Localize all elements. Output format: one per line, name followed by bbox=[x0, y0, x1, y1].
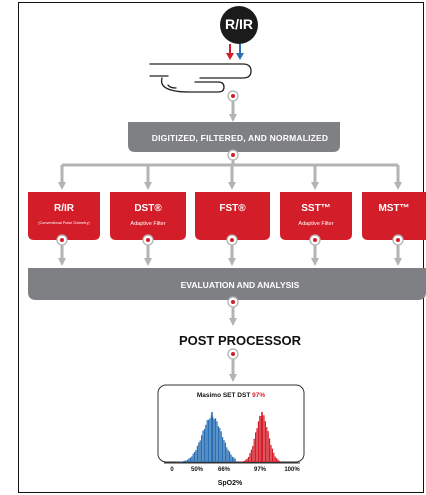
x-axis-label: SpO2% bbox=[217, 480, 243, 487]
post-processor-label: POST PROCESSOR bbox=[178, 333, 302, 348]
sensor-badge bbox=[220, 6, 258, 44]
finger-sensor-icon bbox=[149, 63, 252, 93]
stage-bar bbox=[128, 122, 340, 152]
algo-subtitle-sst: Adaptive Filter bbox=[298, 221, 334, 227]
algo-name-rir: R/IR bbox=[54, 203, 74, 214]
algo-subtitle-dst: Adaptive Filter bbox=[130, 221, 166, 227]
algo-block-sst bbox=[280, 192, 352, 240]
algo-block-dst bbox=[110, 192, 186, 240]
algo-name-dst: DST® bbox=[134, 203, 162, 214]
chart-title-highlight: 97% bbox=[252, 392, 266, 399]
algorithm-blocks bbox=[28, 192, 426, 240]
algo-block-rir bbox=[28, 192, 100, 240]
x-tick-label: 66% bbox=[217, 467, 230, 473]
x-tick-label: 0 bbox=[170, 467, 174, 473]
chart-title: Masimo SET DST 97% bbox=[163, 392, 299, 399]
algo-name-fst: FST® bbox=[219, 203, 246, 214]
x-tick-label: 50% bbox=[190, 467, 203, 473]
x-tick-label: 97% bbox=[253, 467, 266, 473]
connector-dots bbox=[56, 90, 404, 360]
stage-label: DIGITIZED, FILTERED, AND NORMALIZED bbox=[151, 133, 329, 143]
red-distribution bbox=[236, 412, 282, 462]
chart-title-text: Masimo SET DST bbox=[196, 392, 251, 399]
blue-distribution bbox=[174, 412, 236, 462]
red-ir-arrows bbox=[226, 44, 244, 60]
algo-subtitle-rir: (Conventional Pulse Oximetry) bbox=[38, 221, 90, 225]
x-tick-label: 100% bbox=[284, 467, 300, 473]
sensor-label: R/IR bbox=[225, 16, 253, 32]
evaluation-label: EVALUATION AND ANALYSIS bbox=[180, 280, 300, 290]
algo-block-mst bbox=[362, 192, 426, 240]
algo-block-fst bbox=[195, 192, 270, 240]
algo-name-mst: MST™ bbox=[378, 203, 410, 214]
evaluation-bar bbox=[28, 268, 426, 300]
algo-name-sst: SST™ bbox=[301, 203, 331, 214]
